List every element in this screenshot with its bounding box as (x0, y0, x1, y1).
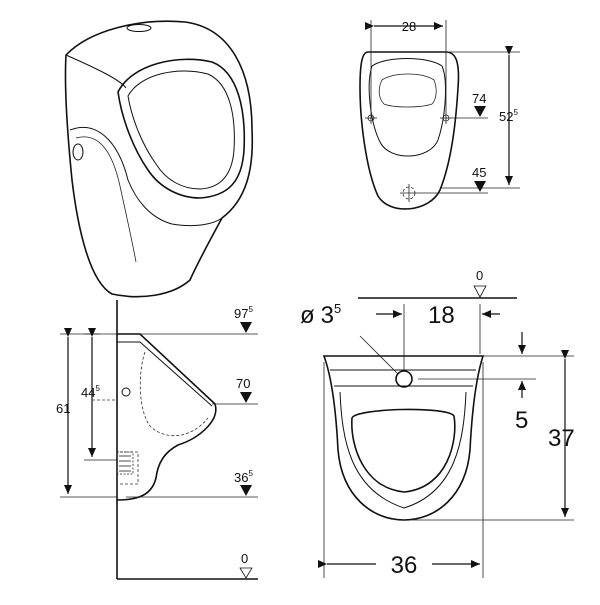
drain-marker (400, 184, 418, 202)
level-marker-74 (474, 106, 486, 117)
top-view: 28 525 74 45 (359, 19, 520, 210)
dim-label-61: 61 (56, 401, 70, 416)
perspective-view (64, 20, 254, 298)
bowl-opening-outer (117, 58, 246, 199)
fixing-marker-right (440, 112, 452, 124)
level-marker-0-side (239, 567, 253, 579)
side-bowl-hidden (139, 351, 209, 437)
level-label-97: 975 (234, 305, 253, 321)
dim-label-36: 36 (391, 552, 418, 579)
level-marker-0-front (473, 285, 487, 298)
level-marker-45 (474, 181, 486, 192)
dim-label-37: 37 (548, 425, 575, 452)
water-inlet-hole (395, 370, 413, 388)
urinal-top-rim (65, 54, 127, 89)
level-label-70: 70 (236, 376, 250, 391)
fixing-hole (72, 143, 84, 161)
water-inlet (126, 24, 152, 32)
dim-label-44: 445 (81, 384, 100, 400)
level-label-0-front: 0 (476, 268, 483, 283)
side-contour-inner (75, 136, 137, 263)
level-marker-97 (240, 322, 252, 333)
dim-label-52: 525 (499, 108, 518, 124)
bowl-opening-inner (127, 70, 235, 190)
front-inner-contour (339, 391, 467, 509)
top-view-bowl-inner (378, 73, 437, 108)
side-waste-hidden (120, 451, 139, 485)
waste-outlet (116, 451, 134, 475)
dim-label-28: 28 (402, 19, 416, 34)
urinal-outer-body (64, 20, 254, 298)
top-view-bowl (368, 58, 446, 157)
side-contour (69, 127, 223, 227)
side-urinal-outline (116, 333, 217, 501)
level-marker-70 (240, 392, 252, 403)
level-label-0-side: 0 (241, 551, 248, 566)
side-rim (117, 341, 213, 407)
level-label-45: 45 (472, 165, 486, 180)
front-urinal-outline (322, 355, 485, 521)
level-marker-36 (240, 485, 252, 496)
side-view: 975 70 365 0 61 445 (56, 300, 258, 580)
level-label-74: 74 (472, 91, 486, 106)
front-bowl-opening (351, 408, 456, 493)
diameter-leader (359, 335, 399, 375)
fixing-marker-left (365, 112, 377, 124)
side-fixing-hole (121, 387, 131, 397)
dim-label-5: 5 (515, 407, 528, 434)
dim-label-18: 18 (428, 302, 455, 329)
level-label-36: 365 (234, 469, 253, 485)
top-view-outline (359, 51, 460, 210)
